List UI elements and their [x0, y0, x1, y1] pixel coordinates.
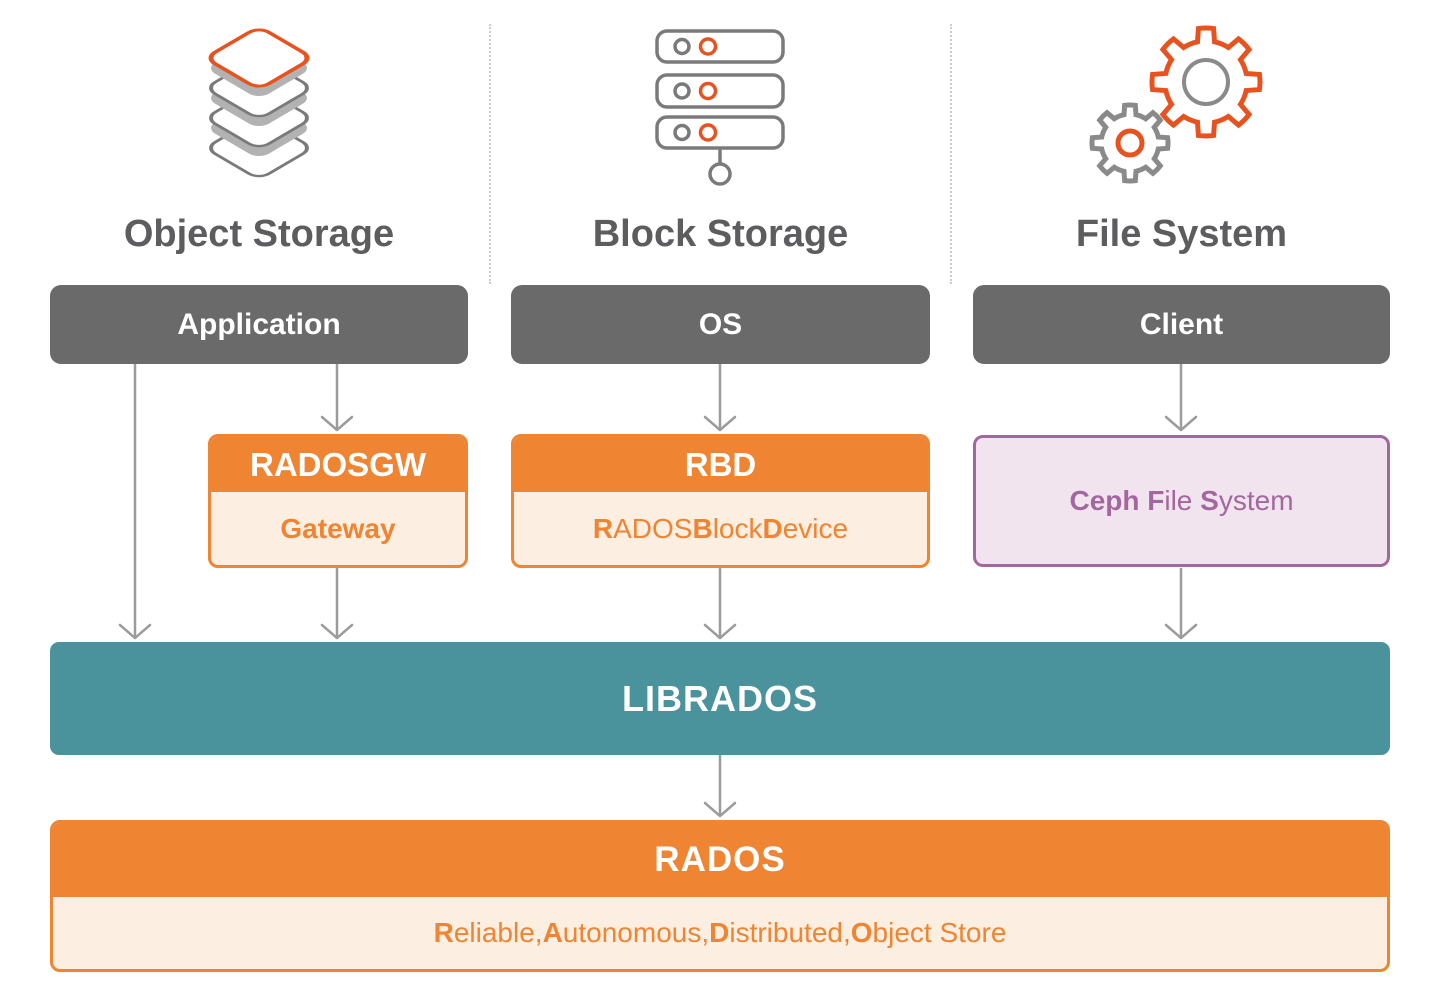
rados-title: RADOS	[53, 823, 1387, 897]
arrow-application-radosgw	[320, 364, 354, 432]
column-heading-object-storage: Object Storage	[123, 213, 395, 255]
column-divider	[489, 24, 491, 284]
arrow-librados-rados	[703, 755, 737, 818]
gears-icon	[1075, 14, 1290, 189]
cephfs-label: Ceph File System	[1069, 485, 1294, 516]
arrow-rbd-librados	[703, 568, 737, 640]
client-box-label: Client	[1139, 307, 1224, 341]
librados-label: LIBRADOS	[622, 677, 818, 719]
server-stack-icon	[655, 29, 785, 186]
application-box: Application	[50, 285, 468, 364]
os-box: OS	[511, 285, 930, 364]
arrow-client-cephfs	[1164, 364, 1198, 432]
radosgw-subtitle: Gateway	[280, 512, 396, 544]
column-heading-block-storage: Block Storage	[592, 213, 849, 255]
librados-bar: LIBRADOS	[50, 642, 1390, 755]
arrow-os-rbd	[703, 364, 737, 432]
radosgw-title: RADOSGW	[211, 437, 465, 492]
client-box: Client	[973, 285, 1390, 364]
cephfs-box: Ceph File System	[973, 435, 1390, 567]
column-heading-file-system: File System	[1075, 213, 1288, 255]
application-box-label: Application	[177, 307, 341, 341]
arrow-cephfs-librados	[1164, 568, 1198, 640]
layers-stack-icon	[197, 24, 321, 182]
os-box-label: OS	[698, 307, 743, 341]
arrow-radosgw-librados	[320, 568, 354, 640]
arrow-application-librados	[118, 364, 152, 640]
radosgw-box: RADOSGW Gateway	[208, 434, 468, 568]
rbd-title: RBD	[514, 437, 927, 492]
column-divider	[950, 24, 952, 284]
